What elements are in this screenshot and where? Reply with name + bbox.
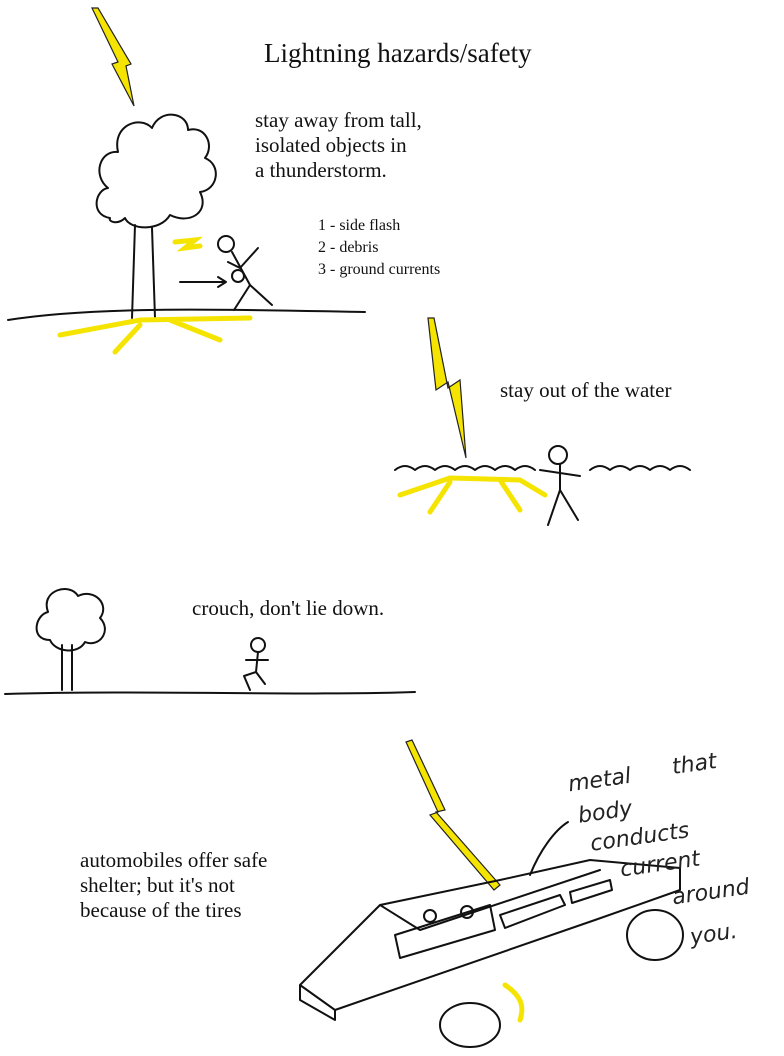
hazard-list: 1 - side flash 2 - debris 3 - ground cur…	[318, 215, 440, 281]
list-item: 1 - side flash	[318, 217, 401, 234]
car-wheel-icon	[439, 1002, 501, 1048]
water-text: stay out of the water	[500, 378, 672, 402]
car-scene	[299, 739, 684, 1048]
tree-scene	[7, 7, 366, 355]
page-title: Lightning hazards/safety	[264, 38, 532, 68]
tree-canopy-icon	[35, 588, 106, 652]
text-line: isolated objects in	[255, 133, 407, 157]
water-scene	[394, 317, 691, 526]
automobile-text: automobiles offer safe shelter; but it's…	[80, 848, 267, 923]
list-item: 2 - debris	[318, 239, 379, 256]
text-line: automobiles offer safe	[80, 848, 268, 872]
lightning-bolt-icon	[427, 317, 467, 459]
car-body-icon	[299, 859, 681, 1021]
text-line: because of the tires	[80, 898, 242, 922]
tall-objects-text: stay away from tall, isolated objects in…	[255, 108, 422, 183]
tree-canopy-icon	[95, 113, 217, 229]
text-line: shelter; but it's not	[80, 873, 235, 897]
stick-figure-icon	[539, 445, 581, 526]
stick-figure-icon	[217, 235, 273, 311]
lightning-bolt-icon	[91, 7, 135, 107]
crouch-text: crouch, don't lie down.	[192, 596, 385, 620]
text-line: a thunderstorm.	[255, 158, 387, 182]
list-item: 3 - ground currents	[318, 261, 441, 278]
crouching-figure-icon	[243, 637, 269, 691]
text-line: stay away from tall,	[255, 108, 422, 132]
crouch-scene	[4, 588, 416, 695]
lightning-bolt-icon	[405, 739, 501, 891]
car-wheel-icon	[626, 909, 684, 961]
